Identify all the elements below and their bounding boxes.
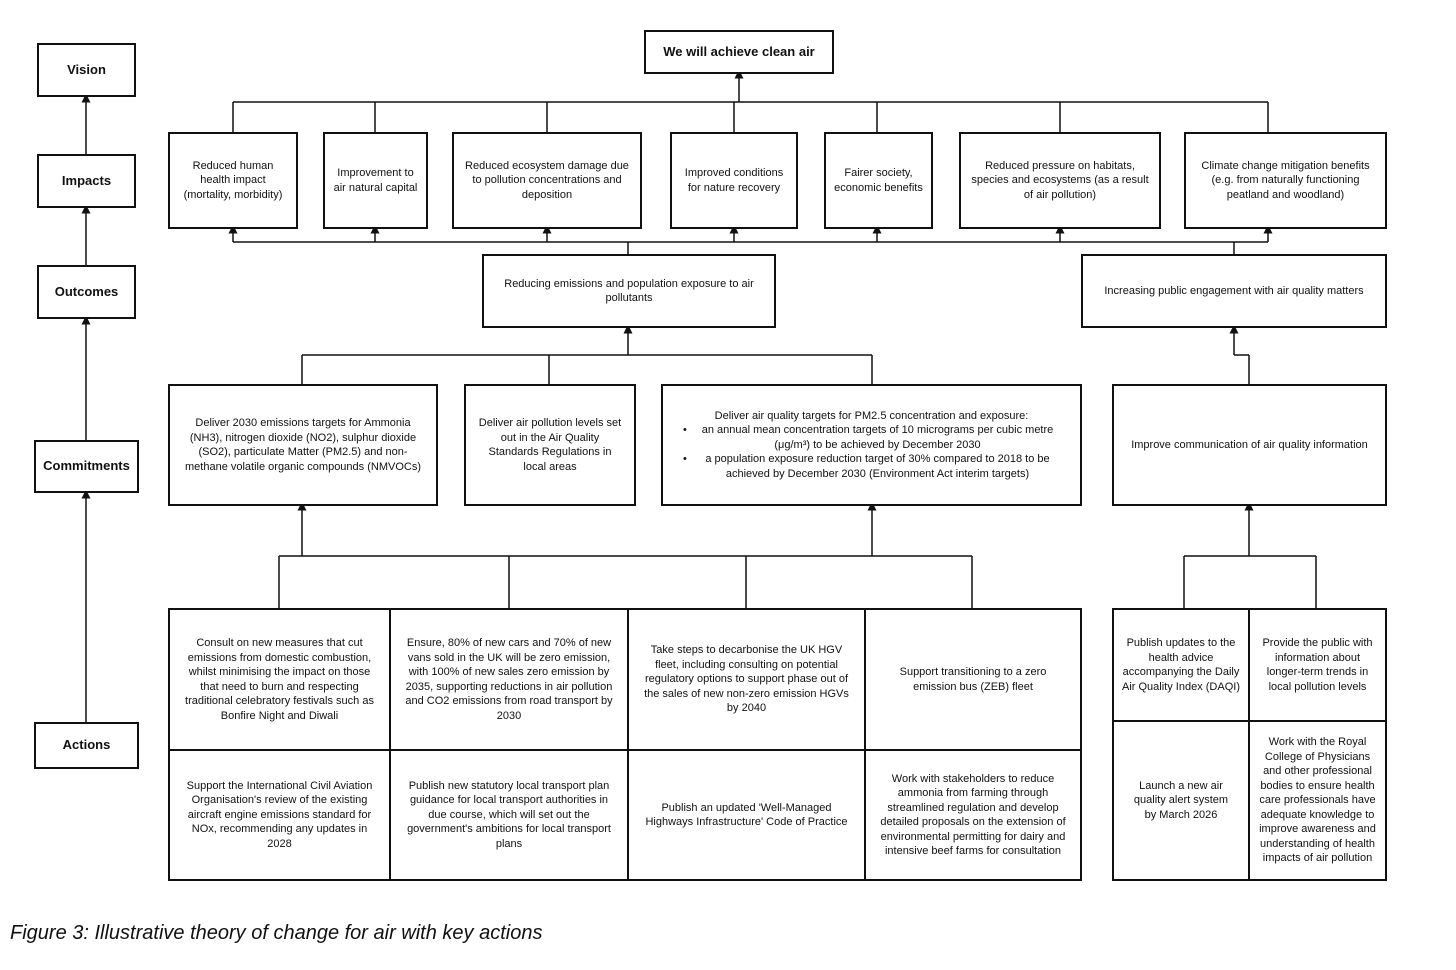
outcome-box-2: Increasing public engagement with air qu… [1081,254,1387,328]
impact-box-7: Climate change mitigation benefits (e.g.… [1184,132,1387,229]
level-impacts: Impacts [37,154,136,208]
action-box-4: Support transitioning to a zero emission… [864,608,1082,751]
action-box-8: Work with stakeholders to reduce ammonia… [864,749,1082,881]
action-box-7: Publish an updated 'Well-Managed Highway… [627,749,866,881]
action-box-6: Publish new statutory local transport pl… [389,749,629,881]
commitment-box-3: Deliver air quality targets for PM2.5 co… [661,384,1082,506]
impact-text-2: Improvement to air natural capital [333,167,418,194]
vision-box: We will achieve clean air [644,30,834,74]
action-text-5: Support the International Civil Aviation… [186,779,373,850]
commitment-3-bullet-2: a population exposure reduction target o… [683,452,1060,481]
commitment-text-1: Deliver 2030 emissions targets for Ammon… [185,417,421,473]
action-text-10: Provide the public with information abou… [1262,637,1373,693]
action-box-12: Work with the Royal College of Physician… [1248,720,1387,881]
level-outcomes-label: Outcomes [54,283,119,299]
impact-box-3: Reduced ecosystem damage due to pollutio… [452,132,642,229]
action-box-5: Support the International Civil Aviation… [168,749,391,881]
commitment-3-title: Deliver air quality targets for PM2.5 co… [714,409,1029,422]
action-text-4: Support transitioning to a zero emission… [899,666,1047,693]
impact-text-6: Reduced pressure on habitats, species an… [971,159,1149,201]
vision-text: We will achieve clean air [663,43,815,59]
action-box-1: Consult on new measures that cut emissio… [168,608,391,751]
action-box-11: Launch a new air quality alert system by… [1112,720,1250,881]
impact-text-4: Improved conditions for nature recovery [684,167,784,194]
level-commitments: Commitments [34,440,139,493]
outcome-text-1: Reducing emissions and population exposu… [504,277,754,305]
outcome-text-2: Increasing public engagement with air qu… [1104,284,1364,297]
commitment-text-2: Deliver air pollution levels set out in … [478,417,622,473]
impact-text-3: Reduced ecosystem damage due to pollutio… [465,159,629,201]
action-box-10: Provide the public with information abou… [1248,608,1387,722]
commitment-box-4: Improve communication of air quality inf… [1112,384,1387,506]
impact-box-1: Reduced human health impact (mortality, … [168,132,298,229]
level-actions-label: Actions [62,737,111,753]
level-impacts-label: Impacts [61,172,112,188]
commitment-box-1: Deliver 2030 emissions targets for Ammon… [168,384,438,506]
action-text-2: Ensure, 80% of new cars and 70% of new v… [405,637,613,722]
action-text-9: Publish updates to the health advice acc… [1122,637,1240,693]
impact-box-6: Reduced pressure on habitats, species an… [959,132,1161,229]
commitment-text-4: Improve communication of air quality inf… [1131,438,1368,451]
outcome-box-1: Reducing emissions and population exposu… [482,254,776,328]
action-text-6: Publish new statutory local transport pl… [407,779,611,850]
level-vision-label: Vision [67,61,106,77]
action-text-7: Publish an updated 'Well-Managed Highway… [645,801,848,829]
action-text-1: Consult on new measures that cut emissio… [185,637,374,722]
impact-text-7: Climate change mitigation benefits (e.g.… [1201,159,1370,201]
level-actions: Actions [34,722,139,769]
impact-box-4: Improved conditions for nature recovery [670,132,798,229]
action-box-2: Ensure, 80% of new cars and 70% of new v… [389,608,629,751]
action-box-9: Publish updates to the health advice acc… [1112,608,1250,722]
action-text-3: Take steps to decarbonise the UK HGV fle… [644,644,849,715]
action-text-8: Work with stakeholders to reduce ammonia… [880,772,1066,858]
level-vision: Vision [37,43,136,97]
impact-box-2: Improvement to air natural capital [323,132,428,229]
level-commitments-label: Commitments [43,458,130,474]
impact-text-5: Fairer society, economic benefits [834,167,923,194]
action-text-11: Launch a new air quality alert system by… [1133,779,1229,821]
action-text-12: Work with the Royal College of Physician… [1259,736,1376,865]
impact-box-5: Fairer society, economic benefits [824,132,933,229]
figure-caption: Figure 3: Illustrative theory of change … [10,922,543,944]
level-outcomes: Outcomes [37,265,136,319]
commitment-3-list: an annual mean concentration targets of … [683,423,1060,481]
commitment-box-2: Deliver air pollution levels set out in … [464,384,636,506]
impact-text-1: Reduced human health impact (mortality, … [183,159,283,201]
action-box-3: Take steps to decarbonise the UK HGV fle… [627,608,866,751]
commitment-3-bullet-1: an annual mean concentration targets of … [683,423,1060,452]
